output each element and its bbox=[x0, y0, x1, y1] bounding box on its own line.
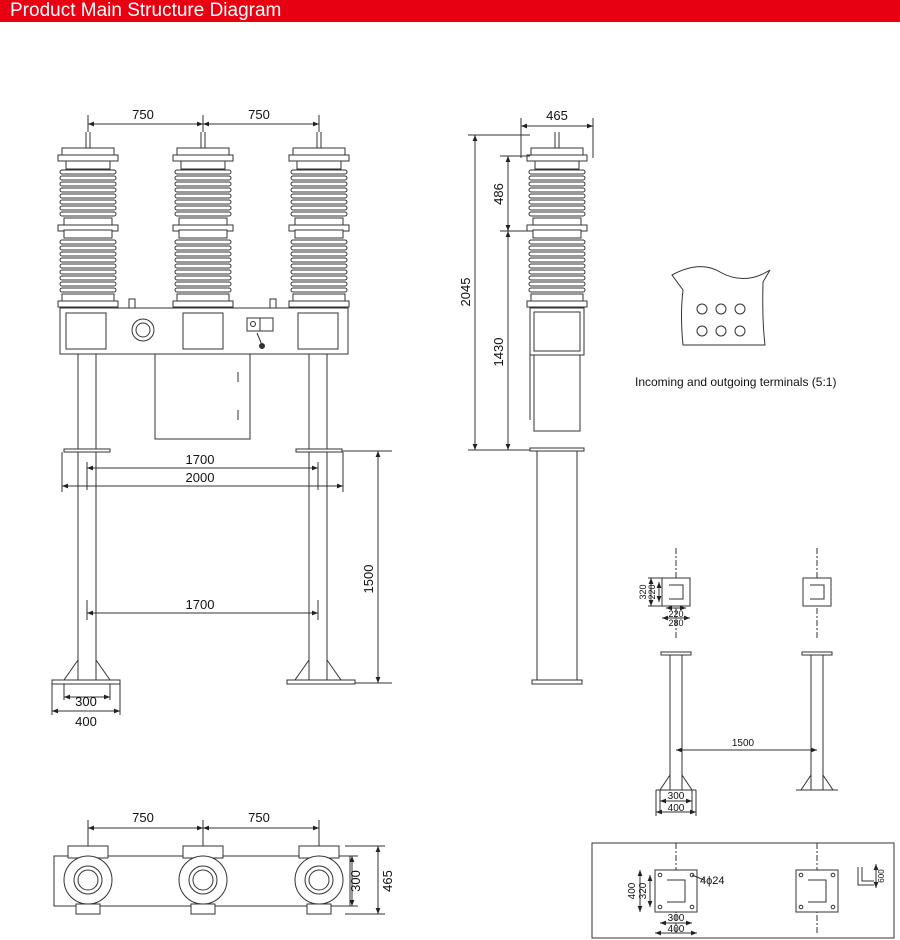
dim-leg-spacing-bottom: 1700 bbox=[186, 597, 215, 612]
foundation-leg-spacing: 1500 bbox=[732, 738, 755, 749]
terminal-caption: Incoming and outgoing terminals (5:1) bbox=[635, 375, 836, 389]
terminal-detail: Incoming and outgoing terminals (5:1) bbox=[635, 266, 836, 389]
dim-leg-height: 1500 bbox=[361, 565, 376, 594]
dim-frame-width: 2000 bbox=[186, 470, 215, 485]
bolt-dim-300: 300 bbox=[668, 913, 685, 924]
dim-upper-height: 486 bbox=[491, 183, 506, 205]
mechanism-housing bbox=[59, 307, 349, 355]
dim-base-inner: 300 bbox=[75, 694, 97, 709]
plate-dim-220-h: 220 bbox=[668, 609, 683, 619]
foundation-drawing: 320 220 220 280 1500 300 400 bbox=[591, 548, 895, 939]
top-dim-spacing-2: 750 bbox=[248, 810, 270, 825]
pole-insulator-left bbox=[57, 132, 119, 308]
top-dim-outer-depth: 465 bbox=[380, 870, 395, 892]
plate-dim-320: 320 bbox=[638, 584, 648, 599]
plate-dim-220-v: 220 bbox=[647, 584, 657, 599]
structure-diagram: 750 750 1700 2000 1700 1500 300 400 bbox=[51, 107, 895, 939]
top-dim-spacing-1: 750 bbox=[132, 810, 154, 825]
control-cabinet bbox=[154, 353, 251, 440]
dim-base-outer: 400 bbox=[75, 714, 97, 729]
dim-total-height: 2045 bbox=[458, 278, 473, 307]
side-view: 465 2045 486 1430 bbox=[458, 108, 594, 685]
counter-window bbox=[131, 318, 155, 342]
dim-mid-height: 1430 bbox=[491, 338, 506, 367]
front-view: 750 750 1700 2000 1700 1500 300 400 bbox=[51, 107, 392, 729]
foundation-base-300: 300 bbox=[668, 791, 685, 802]
bolt-dim-400-h: 400 bbox=[668, 924, 685, 935]
bolt-dim-400: 400 bbox=[627, 882, 638, 899]
foundation-base-400: 400 bbox=[668, 803, 685, 814]
plate-dim-280: 280 bbox=[668, 618, 683, 628]
dim-pole-spacing-1: 750 bbox=[132, 107, 154, 122]
right-leg bbox=[308, 353, 328, 681]
bolt-label: 4ϕ24 bbox=[700, 875, 725, 887]
bolt-dim-320: 320 bbox=[638, 882, 649, 899]
top-dim-inner-depth: 300 bbox=[348, 870, 363, 892]
header-bar: Product Main Structure Diagram bbox=[0, 0, 900, 22]
dim-leg-spacing-top: 1700 bbox=[186, 452, 215, 467]
top-view: 750 750 300 465 bbox=[53, 810, 395, 915]
profile-dim-600: 600 bbox=[877, 869, 886, 883]
pole-insulator-middle bbox=[172, 132, 234, 308]
dim-pole-spacing-2: 750 bbox=[248, 107, 270, 122]
dim-top-width: 465 bbox=[546, 108, 568, 123]
pole-insulator-right bbox=[288, 132, 350, 308]
left-leg bbox=[77, 353, 97, 681]
page-title: Product Main Structure Diagram bbox=[10, 0, 282, 21]
